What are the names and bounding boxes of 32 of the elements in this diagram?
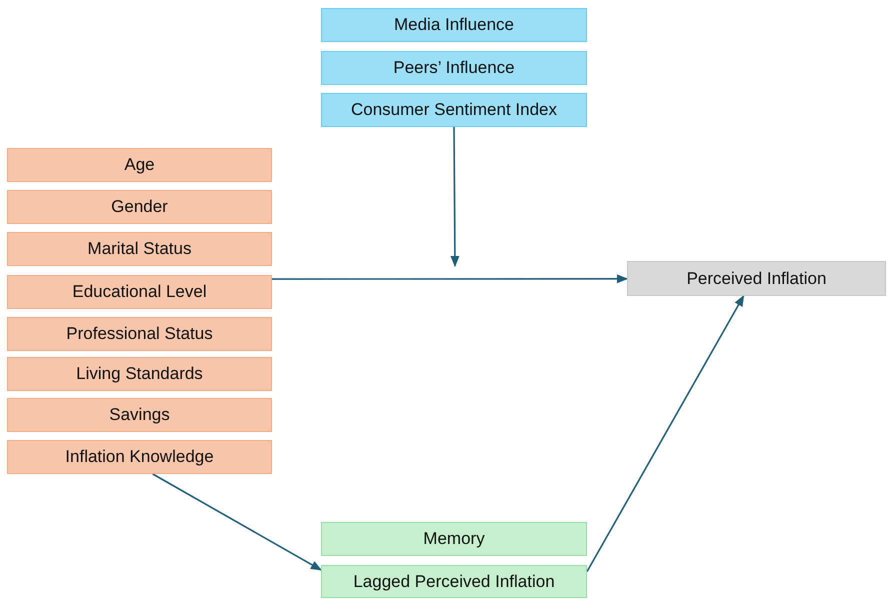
variable-label: Educational Level	[72, 282, 207, 302]
variable-label: Inflation Knowledge	[65, 447, 214, 467]
variable-box	[7, 232, 272, 266]
arrow	[152, 473, 322, 571]
variable-box	[7, 440, 272, 474]
variable-box	[7, 317, 272, 351]
variable-label: Lagged Perceived Inflation	[353, 572, 555, 592]
variable-box	[7, 190, 272, 224]
variable-box	[7, 148, 272, 182]
variable-box	[7, 357, 272, 391]
variable-label: Savings	[109, 405, 170, 425]
arrow	[586, 295, 744, 572]
arrow	[450, 127, 460, 268]
variable-box	[321, 93, 587, 127]
variable-label: Gender	[111, 197, 168, 217]
variable-label: Professional Status	[66, 324, 213, 344]
variable-box	[7, 275, 272, 309]
variable-label: Living Standards	[76, 364, 203, 384]
variable-box	[7, 398, 272, 432]
variable-label: Peers’ Influence	[393, 58, 515, 78]
variable-label: Media Influence	[394, 15, 514, 35]
variable-label: Consumer Sentiment Index	[351, 100, 557, 120]
variable-box	[321, 51, 587, 85]
variable-label: Age	[124, 155, 155, 175]
variable-label: Marital Status	[88, 239, 192, 259]
arrow	[272, 274, 628, 284]
variable-box	[321, 8, 587, 42]
variable-box	[321, 522, 587, 556]
variable-label: Perceived Inflation	[686, 268, 826, 288]
variable-label: Memory	[423, 529, 485, 549]
variable-box	[321, 565, 587, 598]
variable-box	[627, 261, 886, 296]
